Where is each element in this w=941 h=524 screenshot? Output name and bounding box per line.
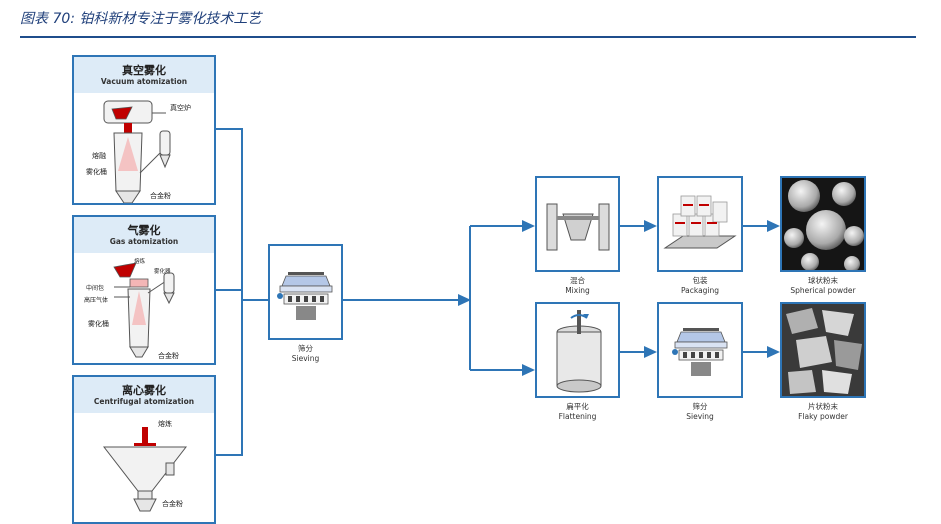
caption-flaky-powder: 片状粉末 Flaky powder (780, 402, 866, 422)
caption-zh: 包装 (692, 276, 708, 285)
caption-en: Packaging (680, 286, 720, 295)
arrow-head-mixing (522, 220, 535, 232)
arrow-head-sieving2 (644, 346, 657, 358)
label-melting: 熔炼 (158, 420, 172, 428)
label-alloy-powder: 合金粉 (158, 352, 179, 360)
spherical-powder-image (784, 180, 864, 272)
panel-gas-atomization: 气雾化 Gas atomization 熔炼 雾化器 中间包 高压气体 雾化桶 … (72, 215, 216, 365)
connector-vacuum (216, 128, 243, 456)
arrow-head-split (458, 294, 471, 306)
step-packaging (657, 176, 743, 272)
arrow-head-packaging (644, 220, 657, 232)
arrow-head-spherical (767, 220, 780, 232)
panel-title-en: Gas atomization (109, 237, 179, 246)
label-alloy-powder: 合金粉 (162, 500, 183, 508)
step-sieving-secondary (657, 302, 743, 398)
flaky-powder-image (786, 308, 862, 394)
label-melt: 熔融 (92, 152, 106, 160)
caption-en: Sieving (686, 412, 714, 421)
caption-spherical-powder: 球状粉末 Spherical powder (780, 276, 866, 296)
caption-zh: 扁平化 (566, 402, 589, 411)
step-flattening (535, 302, 620, 398)
caption-divider (20, 36, 916, 38)
caption-en: Flaky powder (798, 412, 848, 421)
caption-zh: 混合 (570, 276, 585, 285)
label-atomization-chamber: 雾化桶 (88, 320, 109, 328)
centrifugal-atomizer-illustration (102, 427, 188, 512)
figure-caption: 图表 70: 铂科新材专注于雾化技术工艺 (20, 11, 262, 27)
panel-title-en: Vacuum atomization (100, 77, 188, 86)
panel-header: 气雾化 Gas atomization (74, 217, 214, 253)
label-atomization-chamber: 雾化桶 (86, 168, 107, 176)
caption-flattening: 扁平化 Flattening (535, 402, 620, 422)
caption-zh: 筛分 (298, 344, 313, 353)
panel-header: 离心雾化 Centrifugal atomization (74, 377, 214, 413)
step-spherical-powder (780, 176, 866, 272)
panel-header: 真空雾化 Vacuum atomization (74, 57, 214, 93)
caption-en: Mixing (565, 286, 590, 295)
caption-zh: 球状粉末 (808, 276, 838, 285)
caption-sieving-primary: 筛分 Sieving (268, 344, 343, 364)
gas-atomizer-illustration (113, 262, 175, 358)
label-vacuum-furnace: 真空炉 (170, 104, 191, 112)
sieving-machine-icon (672, 328, 728, 376)
panel-title-zh: 离心雾化 (122, 384, 166, 397)
packaging-icon (663, 195, 737, 249)
panel-title-en: Centrifugal atomization (93, 397, 195, 406)
caption-en: Flattening (558, 412, 597, 421)
step-flaky-powder (780, 302, 866, 398)
flattening-mill-icon (556, 310, 602, 393)
caption-mixing: 混合 Mixing (535, 276, 620, 296)
caption-sieving-secondary: 筛分 Sieving (657, 402, 743, 422)
label-atomizer: 雾化器 (154, 269, 171, 275)
label-high-pressure-gas: 高压气体 (84, 297, 109, 304)
label-alloy-powder: 合金粉 (150, 192, 171, 200)
panel-vacuum-atomization: 真空雾化 Vacuum atomization 真空炉 熔融 雾化桶 合金粉 (72, 55, 216, 205)
panel-title-zh: 真空雾化 (122, 64, 166, 77)
sieving-machine-icon (277, 272, 333, 320)
caption-zh: 筛分 (692, 402, 708, 411)
panel-centrifugal-atomization: 离心雾化 Centrifugal atomization 熔炼 合金粉 (72, 375, 216, 524)
panel-title-zh: 气雾化 (127, 224, 161, 237)
step-sieving-primary (268, 244, 343, 340)
arrow-head-flattening (522, 364, 535, 376)
arrow-head-flaky (767, 346, 780, 358)
label-melting: 熔炼 (134, 259, 146, 265)
caption-packaging: 包装 Packaging (657, 276, 743, 296)
caption-en: Sieving (291, 354, 320, 363)
label-tundish: 中间包 (86, 285, 105, 292)
caption-en: Spherical powder (790, 286, 856, 295)
caption-zh: 片状粉末 (808, 402, 838, 411)
mixer-icon (546, 203, 610, 251)
vacuum-atomizer-illustration (103, 100, 171, 203)
step-mixing (535, 176, 620, 272)
